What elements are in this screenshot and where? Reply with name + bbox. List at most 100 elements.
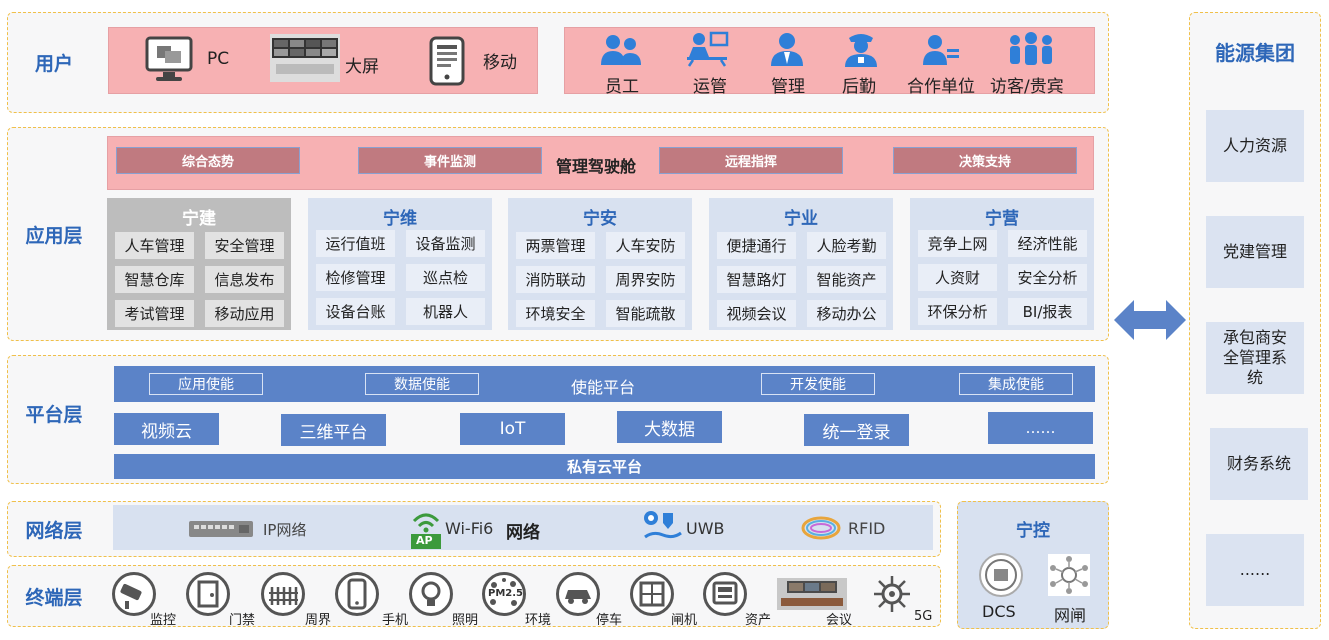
platform-layer-title: 平台层	[25, 404, 83, 426]
app-item: 消防联动	[516, 266, 595, 293]
operator-icon	[687, 31, 729, 67]
terminal-label-camera: 监控	[150, 613, 177, 628]
cockpit-item-decision-support: 决策支持	[893, 147, 1077, 174]
group-icon	[601, 35, 641, 65]
group-item-more: ......	[1206, 534, 1304, 606]
app-item: 视频会议	[717, 300, 796, 327]
cockpit-item-remote-command: 远程指挥	[659, 147, 843, 174]
device-label-pc: PC	[207, 49, 230, 69]
role-label-visitors: 访客/贵宾	[990, 77, 1064, 97]
pc-monitor-icon	[145, 36, 193, 81]
control-label-gateway: 网闸	[1054, 606, 1087, 625]
network-title: 网络	[506, 523, 540, 543]
user-layer-title: 用户	[34, 53, 73, 75]
terminal-label-environment: 环境	[525, 613, 552, 628]
user-devices-panel: PC 大屏 移动	[108, 27, 538, 94]
platform-module-3d: 三维平台	[281, 414, 386, 446]
cockpit-bar: 综合态势 事件监测 管理驾驶舱 远程指挥 决策支持	[107, 136, 1094, 190]
partners-icon	[923, 35, 959, 65]
app-item: 安全管理	[205, 232, 284, 259]
app-item: 周界安防	[606, 266, 685, 293]
network-5g-icon	[874, 576, 910, 612]
device-label-mobile: 移动	[483, 53, 517, 73]
wifi-ap-badge: AP	[416, 534, 433, 547]
role-label-management: 管理	[771, 77, 805, 97]
app-item: 智能疏散	[606, 300, 685, 327]
enable-item-data: 数据使能	[365, 373, 479, 395]
terminal-label-turnstile: 闸机	[671, 613, 698, 628]
bulb-icon	[409, 572, 453, 616]
app-item: 检修管理	[316, 264, 395, 291]
app-column-ningying: 宁营 竞争上网 经济性能 人资财 安全分析 环保分析 BI/报表	[910, 198, 1094, 330]
app-item: 智能资产	[807, 266, 886, 293]
app-item: 两票管理	[516, 232, 595, 259]
app-item: 人车安防	[606, 232, 685, 259]
app-item: 机器人	[406, 298, 485, 325]
user-roles-panel: 员工 运管 管理 后勤 合作单位 访客/贵宾	[564, 27, 1095, 97]
guard-icon	[845, 34, 877, 67]
cockpit-title: 管理驾驶舱	[556, 157, 637, 176]
app-item: 人脸考勤	[807, 232, 886, 259]
manager-icon	[771, 33, 803, 66]
app-item: 设备台账	[316, 298, 395, 325]
gateway-icon	[1048, 554, 1090, 596]
pm25-badge: PM2.5	[488, 588, 523, 599]
camera-icon	[112, 572, 156, 616]
private-cloud-bar: 私有云平台	[114, 454, 1095, 479]
control-title: 宁控	[1016, 521, 1050, 541]
role-label-partners: 合作单位	[907, 77, 975, 97]
platform-module-iot: IoT	[460, 413, 565, 445]
rfid-ring-icon	[801, 516, 841, 540]
dcs-icon	[979, 553, 1023, 597]
fence-icon	[261, 572, 305, 616]
wifi-ap-icon	[411, 513, 441, 549]
app-column-ningwei: 宁维 运行值班 设备监测 检修管理 巡点检 设备台账 机器人	[308, 198, 492, 330]
gate-icon	[630, 572, 674, 616]
terminal-label-phone: 手机	[382, 613, 409, 628]
enable-platform-title: 使能平台	[571, 378, 636, 397]
enable-item-integration: 集成使能	[959, 373, 1073, 395]
cockpit-item-overview: 综合态势	[116, 147, 300, 174]
uwb-location-icon	[644, 511, 682, 539]
app-column-ningye: 宁业 便捷通行 人脸考勤 智慧路灯 智能资产 视频会议 移动办公	[709, 198, 893, 330]
platform-module-bigdata: 大数据	[617, 411, 722, 443]
column-title: 宁营	[985, 209, 1019, 229]
network-panel: IP网络 AP Wi-Fi6 网络 UWB RFID	[113, 505, 933, 550]
energy-group-title: 能源集团	[1215, 41, 1295, 65]
control-panel: 宁控 DCS 网闸	[957, 501, 1109, 629]
app-item: 竞争上网	[918, 230, 997, 257]
column-title: 宁安	[583, 209, 617, 229]
door-icon	[186, 572, 230, 616]
terminal-label-5g: 5G	[914, 609, 933, 624]
enable-item-development: 开发使能	[761, 373, 875, 395]
app-column-ningjian: 宁建 人车管理 安全管理 智慧仓库 信息发布 考试管理 移动应用	[107, 198, 291, 330]
terminal-label-fence: 周界	[305, 613, 332, 628]
app-item: BI/报表	[1008, 298, 1087, 325]
role-label-logistics: 后勤	[842, 77, 876, 97]
phone-icon	[335, 572, 379, 616]
app-column-ningan: 宁安 两票管理 人车安防 消防联动 周界安防 环境安全 智能疏散	[508, 198, 692, 330]
app-layer-title: 应用层	[25, 224, 83, 247]
app-item: 智慧路灯	[717, 266, 796, 293]
pm25-icon	[482, 572, 526, 616]
terminal-label-door: 门禁	[229, 613, 256, 628]
app-item: 便捷通行	[717, 232, 796, 259]
mobile-tablet-icon	[429, 36, 465, 86]
app-item: 人车管理	[115, 232, 194, 259]
terminal-label-lighting: 照明	[452, 613, 479, 628]
enable-item-application: 应用使能	[149, 373, 263, 395]
app-item: 智慧仓库	[115, 266, 194, 293]
app-item: 信息发布	[205, 266, 284, 293]
network-label-rfid: RFID	[848, 519, 886, 538]
group-item-finance: 财务系统	[1210, 428, 1308, 500]
app-item: 环保分析	[918, 298, 997, 325]
asset-icon	[703, 572, 747, 616]
visitors-icon	[1010, 32, 1052, 65]
app-item: 安全分析	[1008, 264, 1087, 291]
role-label-operations: 运管	[693, 77, 727, 97]
app-item: 移动办公	[807, 300, 886, 327]
device-label-bigscreen: 大屏	[345, 57, 379, 77]
network-label-wifi6: Wi-Fi6	[445, 519, 494, 538]
platform-module-more: ……	[988, 412, 1093, 444]
app-item: 经济性能	[1008, 230, 1087, 257]
